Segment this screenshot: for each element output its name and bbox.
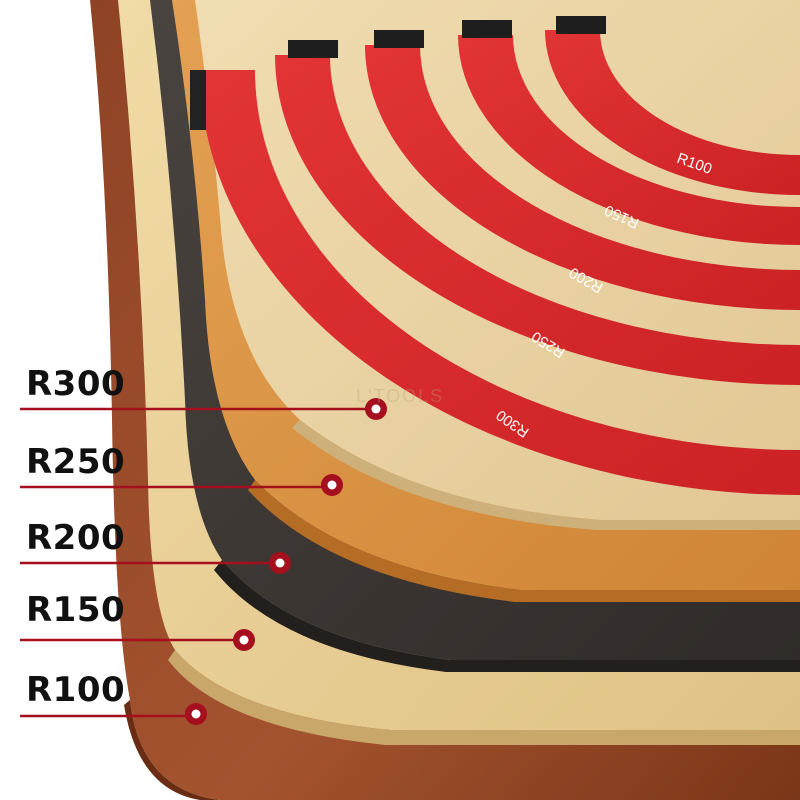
callout-r150 <box>20 629 255 651</box>
callout-label-r100: R100 <box>26 670 126 710</box>
watermark: L'TOOLS <box>356 386 445 406</box>
template-r300 <box>190 70 800 495</box>
template-r200 <box>365 30 800 310</box>
callout-label-r200: R200 <box>26 518 126 558</box>
template-r250 <box>275 40 800 385</box>
callout-label-r250: R250 <box>26 442 126 482</box>
template-r150 <box>458 20 800 245</box>
callout-r250 <box>20 474 343 496</box>
callout-r100 <box>20 703 207 725</box>
callout-r300 <box>20 398 387 420</box>
callout-label-r150: R150 <box>26 590 126 630</box>
callout-label-r300: R300 <box>26 364 126 404</box>
callout-r200 <box>20 552 291 574</box>
template-r100 <box>545 16 800 195</box>
